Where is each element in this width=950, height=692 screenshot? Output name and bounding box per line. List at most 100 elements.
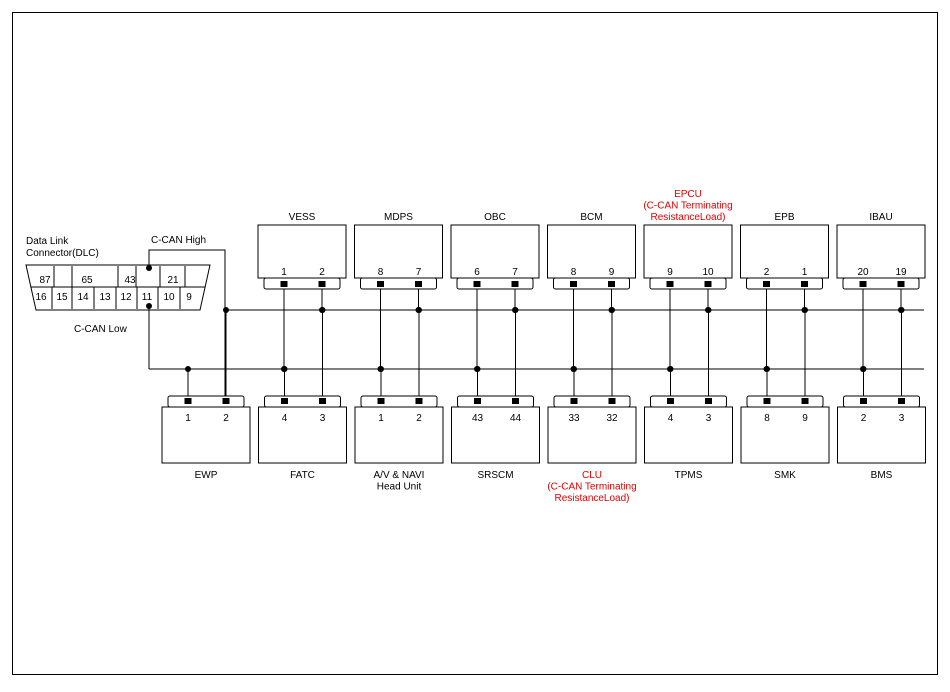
dlc-bottom-pin-label: 14	[77, 292, 89, 303]
module-name-label: SRSCM	[477, 470, 513, 481]
module-name-label: EWP	[195, 470, 218, 481]
module-pin-label: 8	[571, 267, 577, 278]
dlc-top-pin-label: 87	[39, 275, 51, 286]
module-connector-tab	[457, 395, 534, 408]
module-name-label: Head Unit	[377, 482, 422, 493]
module-pin	[859, 281, 867, 287]
module-pin	[415, 281, 422, 287]
module-name-label: EPCU	[674, 189, 702, 200]
dlc-connector: Data Link Connector(DLC) C-CAN High C-CA…	[25, 235, 211, 335]
module-connector-tab	[746, 277, 823, 290]
module-low-junction-dot	[185, 366, 191, 372]
dlc-top-pin-label: 65	[81, 275, 93, 286]
module-pin	[897, 281, 905, 287]
module-body	[354, 224, 443, 279]
dlc-can-high-wire	[148, 249, 226, 402]
module-body	[643, 224, 733, 279]
module-body	[257, 224, 347, 279]
module-body	[450, 224, 540, 279]
module-name-label: VESS	[289, 212, 316, 223]
dlc-bottom-pin-label: 15	[56, 292, 68, 303]
module-connector-tab	[650, 395, 727, 408]
diagram-frame	[12, 12, 938, 675]
dlc-can-high-label: C-CAN High	[151, 235, 206, 246]
module-body	[836, 224, 926, 279]
module-low-junction-dot	[860, 366, 867, 372]
module-pin-label: 2	[861, 413, 867, 424]
module-pin	[281, 398, 288, 404]
module-pin	[511, 281, 519, 287]
module-connector-tab	[360, 277, 437, 290]
module-pin-label: 1	[378, 413, 384, 424]
module-body	[740, 406, 830, 464]
module-name-label: A/V & NAVI	[374, 470, 425, 481]
module-pin-label: 8	[764, 413, 770, 424]
module-high-junction-dot	[609, 307, 615, 313]
module-pin	[763, 281, 770, 287]
module-pin-label: 4	[282, 413, 288, 424]
module-name-label: MDPS	[384, 212, 413, 223]
dlc-bottom-pin-label: 16	[35, 292, 47, 303]
module-pin	[666, 281, 674, 287]
module-name-label: FATC	[290, 470, 315, 481]
module-pin-label: 4	[668, 413, 674, 424]
module-pin-label: 7	[512, 267, 518, 278]
module-pin	[473, 281, 481, 287]
module-high-junction-dot	[705, 307, 712, 313]
module-connector-tab	[746, 395, 824, 408]
module-connector-tab	[360, 395, 438, 408]
module-high-junction-dot	[319, 307, 326, 313]
module-pin-label: 32	[606, 413, 618, 424]
module-body	[258, 406, 347, 464]
module-high-junction-dot	[802, 307, 808, 313]
module-body	[451, 406, 540, 464]
module-pin	[667, 398, 674, 404]
dlc-can-high-dot	[146, 265, 152, 271]
module-pin	[377, 281, 384, 287]
module-body	[354, 406, 444, 464]
dlc-bottom-pin-label: 12	[120, 292, 132, 303]
dlc-top-pin-label: 43	[124, 275, 136, 286]
module-pin	[318, 281, 326, 287]
module-name-label: SMK	[774, 470, 796, 481]
module-high-junction-dot	[898, 307, 905, 313]
module-low-junction-dot	[571, 366, 577, 372]
module-pin	[319, 398, 326, 404]
dlc-bottom-pin-label: 9	[186, 292, 192, 303]
module-connector-tab	[167, 395, 245, 408]
module-name-label: (C-CAN Terminating	[643, 201, 732, 212]
module-pin	[801, 398, 809, 404]
module-high-junction-dot	[416, 307, 422, 313]
module-low-junction-dot	[474, 366, 481, 372]
module-pin	[570, 281, 577, 287]
module-name-label: ResistanceLoad)	[650, 212, 725, 223]
dlc-can-low-dot	[146, 303, 152, 309]
module-pin	[570, 398, 578, 404]
module-pin-label: 9	[802, 413, 808, 424]
module-pin-label: 2	[416, 413, 422, 424]
module-pin-label: 2	[223, 413, 229, 424]
module-pin	[512, 398, 519, 404]
module-connector-tab	[456, 277, 534, 290]
dlc-can-low-label: C-CAN Low	[74, 324, 128, 335]
module-name-label: OBC	[484, 212, 506, 223]
module-pin-label: 43	[472, 413, 484, 424]
module-body	[161, 406, 251, 464]
module-body	[740, 224, 829, 279]
module-pin	[415, 398, 423, 404]
module-pin	[280, 281, 288, 287]
